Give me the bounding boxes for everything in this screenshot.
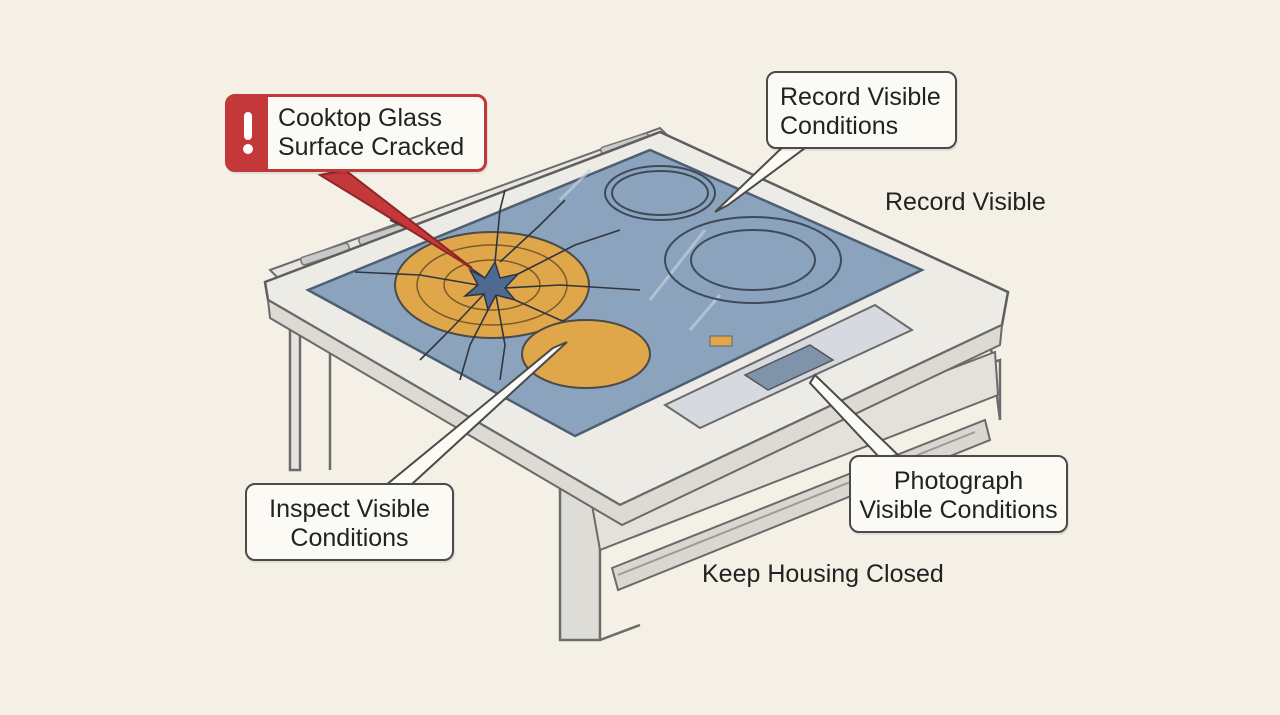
callout-pointers [317,138,901,497]
keep-housing-closed-label: Keep Housing Closed [702,560,944,588]
burner-back-right [604,165,716,221]
record-callout: Record Visible Conditions [766,71,957,149]
photograph-callout: Photograph Visible Conditions [849,455,1068,533]
photograph-line-2: Visible Conditions [859,496,1058,524]
exclamation-icon [228,97,268,169]
inspect-callout: Inspect Visible Conditions [245,483,454,561]
warning-line-1: Cooktop Glass [278,104,442,132]
photograph-line-1: Photograph [893,467,1024,495]
record-line-2: Conditions [780,112,899,140]
crack-warning-callout: Cooktop Glass Surface Cracked [225,94,487,172]
inspect-line-1: Inspect Visible [269,495,430,523]
glass-reflections [558,168,722,331]
inspect-line-2: Conditions [290,524,409,552]
burner-front-left [521,319,651,389]
record-line-1: Record Visible [780,83,941,111]
glass-surface [305,148,925,438]
burner-front-right [664,216,842,304]
control-panel [662,303,915,430]
record-visible-label: Record Visible [885,188,1046,216]
warning-line-2: Surface Cracked [278,133,465,161]
